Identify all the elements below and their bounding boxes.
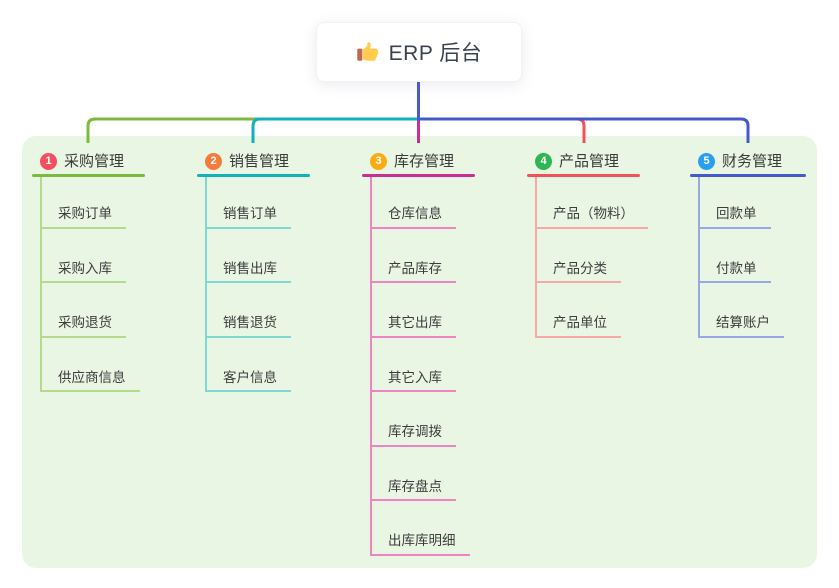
node-other-outbound[interactable]: 其它出库 bbox=[372, 283, 456, 338]
branch-finance-title[interactable]: 5 财务管理 bbox=[690, 148, 806, 174]
branch-children: 销售订单 销售出库 销售退货 客户信息 bbox=[205, 177, 310, 392]
branch-children: 采购订单 采购入库 采购退货 供应商信息 bbox=[40, 177, 145, 392]
branch-product: 4 产品管理 产品（物料） 产品分类 产品单位 bbox=[527, 148, 648, 338]
node-purchase-return[interactable]: 采购退货 bbox=[42, 283, 126, 338]
branch-title-label: 产品管理 bbox=[559, 152, 620, 170]
node-purchase-inbound[interactable]: 采购入库 bbox=[42, 229, 126, 283]
branch-children: 回款单 付款单 结算账户 bbox=[698, 177, 806, 338]
branch-purchase-badge: 1 bbox=[40, 152, 57, 170]
branch-finance-badge: 5 bbox=[698, 152, 715, 170]
branch-inventory-badge: 3 bbox=[370, 152, 387, 170]
branch-finance: 5 财务管理 回款单 付款单 结算账户 bbox=[690, 148, 806, 338]
branch-inventory-title[interactable]: 3 库存管理 bbox=[362, 148, 475, 174]
node-supplier-info[interactable]: 供应商信息 bbox=[42, 338, 140, 392]
node-warehouse-info[interactable]: 仓库信息 bbox=[372, 177, 456, 229]
thumbs-up-icon bbox=[356, 41, 379, 61]
node-customer-info[interactable]: 客户信息 bbox=[207, 338, 291, 392]
branch-children: 产品（物料） 产品分类 产品单位 bbox=[535, 177, 648, 338]
node-sales-return[interactable]: 销售退货 bbox=[207, 283, 291, 338]
node-purchase-order[interactable]: 采购订单 bbox=[42, 177, 126, 229]
branch-underline bbox=[362, 174, 475, 177]
node-payment-order[interactable]: 付款单 bbox=[700, 229, 771, 283]
branch-underline bbox=[197, 174, 310, 177]
branch-purchase-title[interactable]: 1 采购管理 bbox=[32, 148, 145, 174]
branch-title-label: 销售管理 bbox=[229, 152, 290, 170]
branch-product-title[interactable]: 4 产品管理 bbox=[527, 148, 640, 174]
branch-title-label: 财务管理 bbox=[722, 152, 783, 170]
branch-underline bbox=[690, 174, 806, 177]
root-node-label: ERP 后台 bbox=[388, 42, 483, 65]
node-receipt-order[interactable]: 回款单 bbox=[700, 177, 771, 229]
branch-sales-badge: 2 bbox=[205, 152, 222, 170]
node-stock-transfer[interactable]: 库存调拨 bbox=[372, 392, 456, 447]
node-product-unit[interactable]: 产品单位 bbox=[537, 283, 621, 338]
branch-children: 仓库信息 产品库存 其它出库 其它入库 库存调拨 库存盘点 出库库明细 bbox=[370, 177, 475, 556]
node-product-stock[interactable]: 产品库存 bbox=[372, 229, 456, 283]
branch-sales: 2 销售管理 销售订单 销售出库 销售退货 客户信息 bbox=[197, 148, 310, 392]
branch-underline bbox=[527, 174, 640, 177]
branch-inventory: 3 库存管理 仓库信息 产品库存 其它出库 其它入库 库存调拨 库存盘点 出库库… bbox=[362, 148, 475, 556]
root-node[interactable]: ERP 后台 bbox=[316, 22, 522, 82]
node-settlement-account[interactable]: 结算账户 bbox=[700, 283, 784, 338]
branch-title-label: 采购管理 bbox=[64, 152, 125, 170]
node-product-material[interactable]: 产品（物料） bbox=[537, 177, 648, 229]
branch-sales-title[interactable]: 2 销售管理 bbox=[197, 148, 310, 174]
branch-purchase: 1 采购管理 采购订单 采购入库 采购退货 供应商信息 bbox=[32, 148, 145, 392]
mindmap-panel bbox=[22, 136, 817, 568]
node-other-inbound[interactable]: 其它入库 bbox=[372, 338, 456, 392]
branch-product-badge: 4 bbox=[535, 152, 552, 170]
node-sales-order[interactable]: 销售订单 bbox=[207, 177, 291, 229]
node-stock-taking[interactable]: 库存盘点 bbox=[372, 447, 456, 501]
branch-title-label: 库存管理 bbox=[394, 152, 455, 170]
node-sales-outbound[interactable]: 销售出库 bbox=[207, 229, 291, 283]
branch-underline bbox=[32, 174, 145, 177]
node-product-category[interactable]: 产品分类 bbox=[537, 229, 621, 283]
node-outbound-detail[interactable]: 出库库明细 bbox=[372, 501, 470, 556]
